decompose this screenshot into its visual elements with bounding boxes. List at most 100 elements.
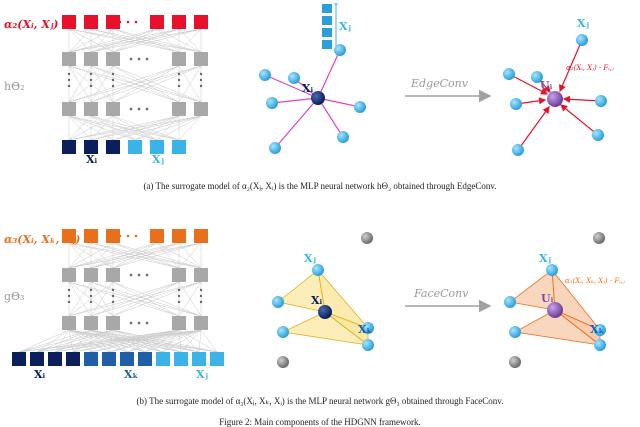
mlp-neuron <box>62 102 76 116</box>
face-graph-b <box>272 232 374 368</box>
mlp-neuron <box>172 140 186 154</box>
mlp-neuron <box>174 352 188 366</box>
mlp-neuron <box>84 140 98 154</box>
neighbor-node <box>592 129 604 141</box>
mlp-neuron <box>150 15 164 29</box>
input-label-k-b: Xₖ <box>124 368 139 381</box>
neighbor-node <box>272 296 284 308</box>
mlp-neuron <box>106 316 120 330</box>
mlp-neuron <box>106 229 120 243</box>
node-label-i-b: Xᵢ <box>311 294 323 307</box>
neighbor-node <box>503 68 515 80</box>
mlp-neuron <box>138 352 152 366</box>
mlp-neuron <box>102 352 116 366</box>
mlp-neuron <box>12 352 26 366</box>
mlp-neuron <box>194 316 208 330</box>
node-label-i-a: Xᵢ <box>302 82 314 95</box>
mlp-neuron <box>150 140 164 154</box>
caption-a: (a) The surrogate model of α₂(Xⱼ, Xᵢ) is… <box>143 181 497 191</box>
neighbor-node <box>509 326 521 338</box>
neighbor-node <box>362 322 374 334</box>
mlp-neuron <box>194 229 208 243</box>
neighbor-node <box>277 326 289 338</box>
mlp-network-b <box>12 229 224 366</box>
mlp-neuron <box>106 52 120 66</box>
top-label-b: α₃(Xᵢ, Xₖ, Xⱼ) <box>4 233 80 246</box>
graph-a <box>259 44 366 154</box>
mlp-network-a <box>62 15 208 154</box>
input-label-i-b: Xᵢ <box>34 368 46 381</box>
mlp-neuron <box>192 352 206 366</box>
mlp-neuron <box>62 268 76 282</box>
neighbor-node <box>266 97 278 109</box>
neighbor-node <box>259 69 271 81</box>
vector-stack-j <box>322 3 338 50</box>
output-node-b <box>547 302 563 318</box>
face-label-b: α₃(Xᵢ, Xₖ, Xⱼ) · Fᵢ,ⱼ <box>565 277 625 285</box>
mlp-neuron <box>84 15 98 29</box>
input-label-i-a: Xᵢ <box>86 153 98 166</box>
mlp-neuron <box>106 102 120 116</box>
neighbor-node <box>531 71 543 83</box>
mlp-neuron <box>106 15 120 29</box>
mlp-neuron <box>128 140 142 154</box>
mlp-neuron <box>172 229 186 243</box>
output-node-a <box>547 91 563 107</box>
mlp-neuron <box>62 140 76 154</box>
neighbor-node <box>510 98 522 110</box>
mlp-neuron <box>106 140 120 154</box>
net-label-a: hΘ₂ <box>4 80 25 93</box>
neighbor-node <box>546 264 558 276</box>
mlp-neuron <box>62 316 76 330</box>
mlp-neuron <box>84 229 98 243</box>
caption-b: (b) The surrogate model of α₃(Xⱼ, Xₖ, Xᵢ… <box>136 396 504 406</box>
input-label-j-a: Xⱼ <box>152 153 165 166</box>
node-label-j-b: Xⱼ <box>304 252 317 265</box>
neighbor-node <box>362 339 374 351</box>
grey-node <box>361 232 373 244</box>
figure-caption: Figure 2: Main components of the HDGNN f… <box>219 417 421 427</box>
center-node-a <box>311 91 325 105</box>
neighbor-node <box>337 131 349 143</box>
neighbor-node <box>269 142 281 154</box>
output-label-b: Uᵢ <box>541 292 554 305</box>
mlp-neuron <box>172 316 186 330</box>
panel-b: α₃(Xᵢ, Xₖ, Xⱼ) gΘ₃ Xᵢ Xₖ Xⱼ Xⱼ Xᵢ Xₖ Fac… <box>4 229 625 381</box>
node-label-k-b: Xₖ <box>358 323 373 336</box>
aggregation-graph-a <box>503 34 607 156</box>
mlp-neuron <box>172 52 186 66</box>
neighbor-node <box>594 339 606 351</box>
mlp-neuron <box>106 268 120 282</box>
grey-node <box>509 356 521 368</box>
output-label-a: Uᵢ <box>540 79 553 92</box>
neighbor-node <box>594 324 606 336</box>
mlp-neuron <box>156 352 170 366</box>
top-label-a: α₂(Xᵢ, Xⱼ) <box>4 18 59 31</box>
grey-node <box>593 232 605 244</box>
neighbor-node <box>512 144 524 156</box>
mlp-neuron <box>172 268 186 282</box>
mlp-neuron <box>194 15 208 29</box>
mlp-neuron <box>30 352 44 366</box>
edge-label-a: α₂(Xᵢ, Xⱼ) · Fᵢ,ⱼ <box>566 64 614 72</box>
mlp-neuron <box>84 52 98 66</box>
panel-a: α₂(Xᵢ, Xⱼ) hΘ₂ Xᵢ Xⱼ Xⱼ <box>4 3 614 166</box>
mlp-neuron <box>84 102 98 116</box>
neighbor-node <box>334 44 346 56</box>
neighbor-node <box>312 264 324 276</box>
mlp-neuron <box>62 52 76 66</box>
mlp-neuron <box>210 352 224 366</box>
node-label-j-a: Xⱼ <box>339 20 352 33</box>
mlp-neuron <box>194 268 208 282</box>
neighbor-node <box>595 95 607 107</box>
mlp-neuron <box>194 102 208 116</box>
neighbor-node <box>576 34 588 46</box>
input-label-j-b: Xⱼ <box>196 368 209 381</box>
neighbor-node <box>354 101 366 113</box>
neighbor-node <box>504 296 516 308</box>
mlp-neuron <box>66 352 80 366</box>
mlp-neuron <box>84 316 98 330</box>
node-label-j-b2: Xⱼ <box>539 252 552 265</box>
aggregation-graph-b <box>504 232 606 368</box>
node-label-j-a2: Xⱼ <box>577 17 590 30</box>
